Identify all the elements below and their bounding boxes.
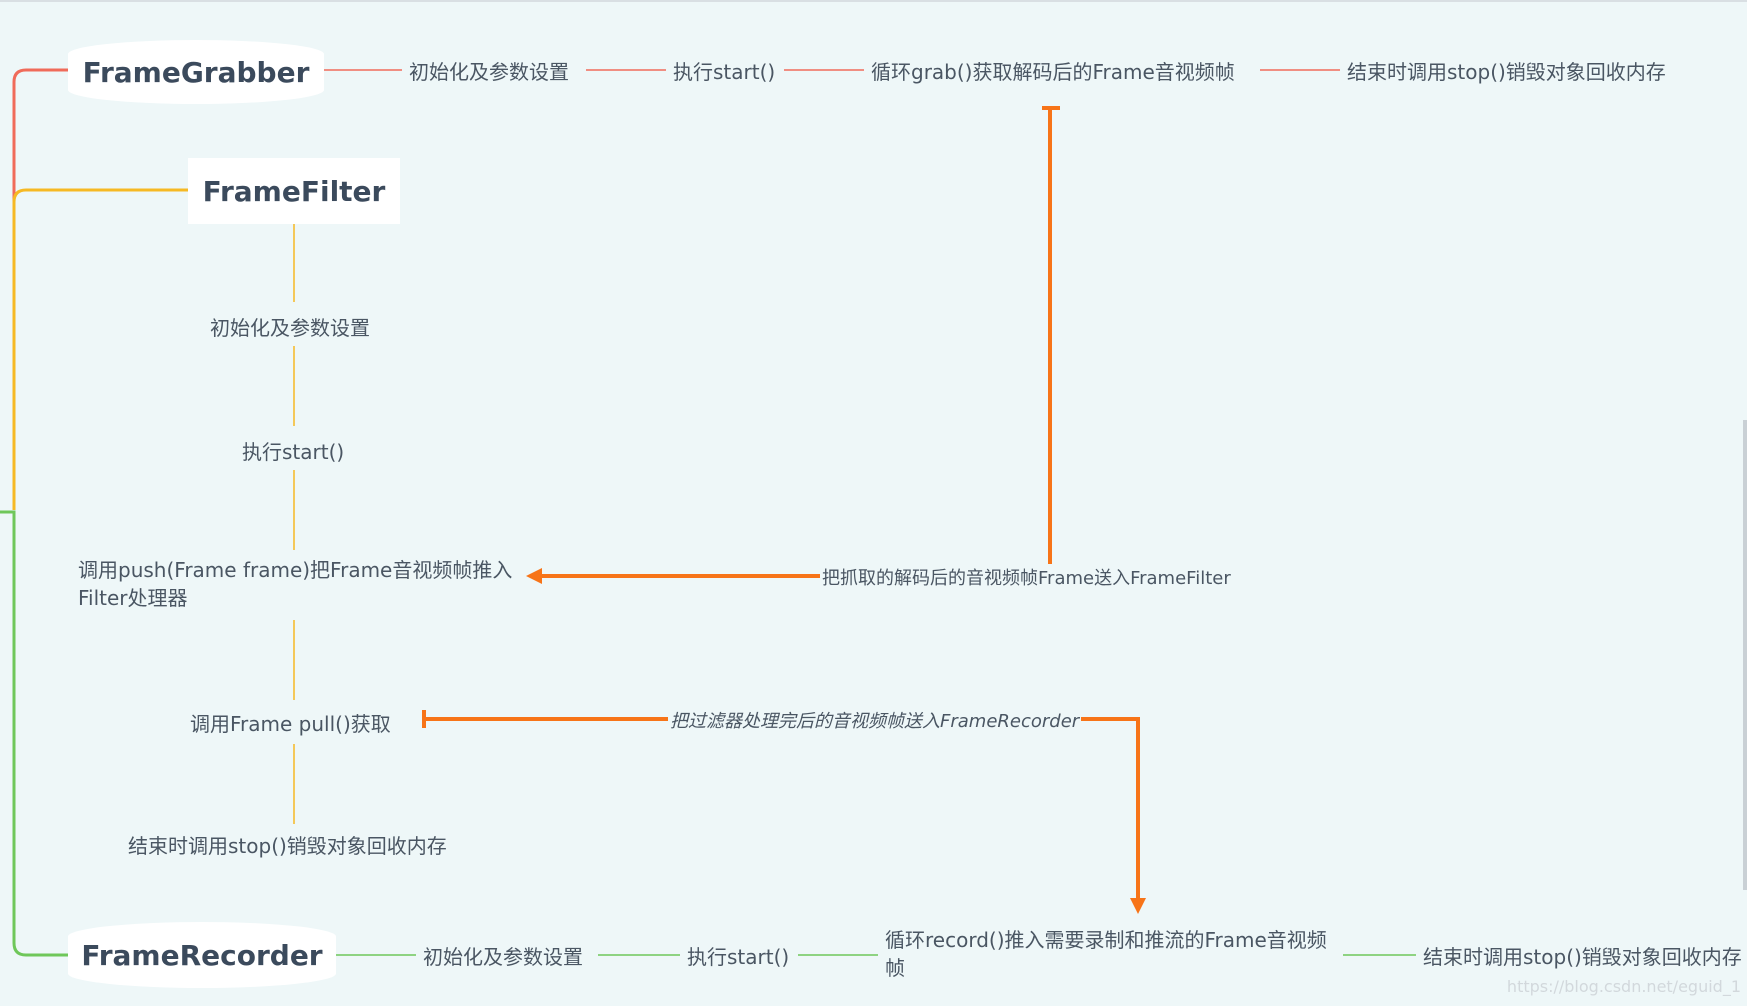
grabber-step-start[interactable]: 执行start() <box>667 56 782 85</box>
root-spine-green <box>0 510 70 957</box>
relation-pull-to-record-label[interactable]: 把过滤器处理完后的音视频帧送入FrameRecorder <box>668 707 1082 733</box>
filter-step-pull[interactable]: 调用Frame pull()获取 <box>184 708 397 737</box>
filter-step-start[interactable]: 执行start() <box>236 436 351 465</box>
grabber-step-stop[interactable]: 结束时调用stop()销毁对象回收内存 <box>1341 56 1672 85</box>
framefilter-node[interactable]: FrameFilter <box>188 158 400 224</box>
framefilter-title: FrameFilter <box>202 174 386 208</box>
grabber-step-grab[interactable]: 循环grab()获取解码后的Frame音视频帧 <box>865 56 1241 85</box>
recorder-step-record[interactable]: 循环record()推入需要录制和推流的Frame音视频帧 <box>879 926 1343 982</box>
framerecorder-node[interactable]: FrameRecorder <box>68 922 336 988</box>
relation-pull-to-record <box>422 710 1146 914</box>
recorder-step-stop[interactable]: 结束时调用stop()销毁对象回收内存 <box>1417 941 1747 970</box>
framerecorder-title: FrameRecorder <box>81 938 323 972</box>
relation-pull-arrowhead <box>1130 898 1146 914</box>
root-spine-red <box>12 68 70 510</box>
framegrabber-title: FrameGrabber <box>82 55 310 89</box>
root-spine-yellow <box>12 188 188 510</box>
relation-grab-to-push <box>526 106 1059 584</box>
filter-step-init[interactable]: 初始化及参数设置 <box>204 312 376 341</box>
filter-step-push[interactable]: 调用push(Frame frame)把Frame音视频帧推入Filter处理器 <box>72 556 524 612</box>
filter-step-stop[interactable]: 结束时调用stop()销毁对象回收内存 <box>122 830 453 859</box>
grabber-step-init[interactable]: 初始化及参数设置 <box>403 56 575 85</box>
relation-grab-arrowhead <box>526 568 542 584</box>
recorder-step-start[interactable]: 执行start() <box>681 941 796 970</box>
watermark: https://blog.csdn.net/eguid_1 <box>1506 977 1741 996</box>
recorder-step-init[interactable]: 初始化及参数设置 <box>417 941 589 970</box>
vertical-scrollbar[interactable] <box>1743 420 1747 890</box>
relation-grab-to-push-label[interactable]: 把抓取的解码后的音视频帧Frame送入FrameFilter <box>820 564 1233 590</box>
relation-pull-elbow <box>1080 717 1140 898</box>
top-border <box>0 0 1747 2</box>
framegrabber-node[interactable]: FrameGrabber <box>68 40 324 104</box>
